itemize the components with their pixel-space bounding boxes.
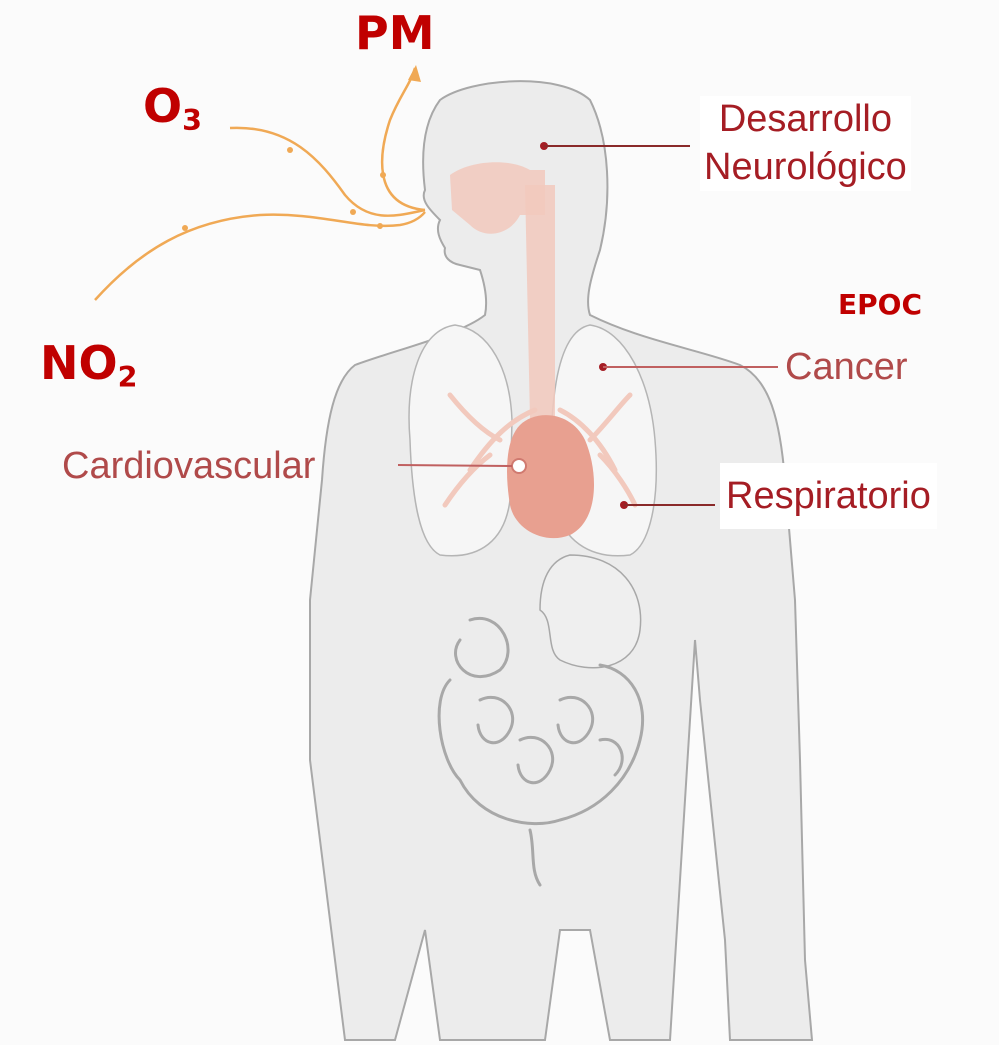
heart [507, 415, 594, 538]
neuro-line2: Neurológico [704, 144, 907, 192]
trachea [525, 185, 555, 420]
respiratorio-label: Respiratorio [720, 463, 937, 529]
no2-label: NO2 [40, 340, 137, 386]
heart-marker [512, 459, 526, 473]
cardiovascular-leader [398, 465, 512, 466]
o3-label: O3 [143, 83, 202, 129]
epoc-label: EPOC [838, 291, 922, 319]
cancer-label: Cancer [785, 348, 908, 386]
neurological-label: Desarrollo Neurológico [700, 96, 911, 191]
neuro-line1: Desarrollo [704, 96, 907, 144]
pm-label: PM [355, 10, 435, 56]
cardiovascular-label: Cardiovascular [62, 447, 315, 485]
